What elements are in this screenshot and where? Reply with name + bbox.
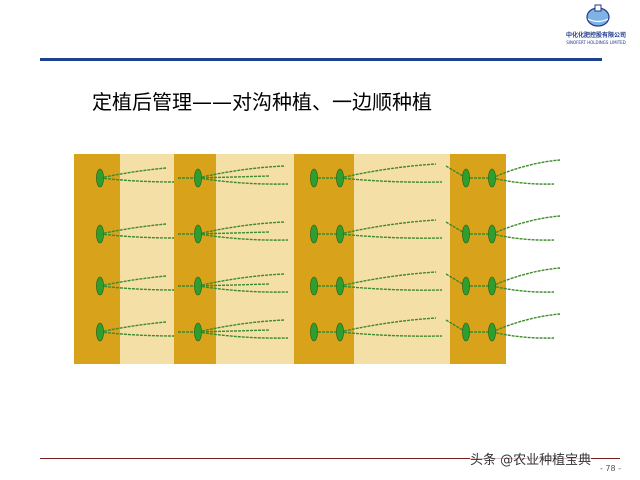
vine-runner [491,285,555,293]
vine-runner [491,215,561,235]
logo-name-en: SINOFERT HOLDINGS LIMITED [566,40,626,45]
vine-runner [99,223,167,235]
vine-runner [491,177,555,185]
seedling-plant [488,224,496,244]
seedling-plant [96,276,104,296]
vine-runner [491,267,561,287]
seedling-plant [336,322,344,342]
slide-title: 定植后管理——对沟种植、一边顺种植 [92,90,432,114]
vine-runner [99,275,167,287]
vine-runner [339,271,437,287]
vine-runner [197,221,285,235]
planting-diagram [74,154,561,364]
vine-runner [339,163,437,179]
seedling-plant [96,168,104,188]
vine-runner [99,285,175,291]
vine-runner [99,167,167,179]
vine-runner [197,329,271,333]
seedling-plant [310,276,318,296]
vine-runner [491,159,561,179]
seedling-plant [336,224,344,244]
seedling-plant [96,322,104,342]
seedling-plant [96,224,104,244]
seedling-plant [194,276,202,296]
vine-runner [339,233,443,239]
vine-runner [339,177,443,183]
header-divider [40,58,602,61]
seedling-plant [462,322,470,342]
seedling-plant [310,168,318,188]
vine-runner [197,165,285,179]
seedling-plant [310,224,318,244]
company-logo: 中化化肥控股有限公司 SINOFERT HOLDINGS LIMITED [558,4,634,50]
vine-runner [197,319,285,333]
seedling-plant [488,168,496,188]
footer-divider [40,458,620,459]
vine-runner [339,219,437,235]
seedling-plant [310,322,318,342]
vine-runner [99,331,175,337]
page-number: - 78 - [600,464,622,473]
seedling-plant [336,168,344,188]
seedling-plant [194,168,202,188]
vine-runner [339,317,437,333]
furrow-strip [294,154,354,364]
logo-name-cn: 中化化肥控股有限公司 [565,32,626,39]
vine-runner [197,233,289,241]
seedling-plant [336,276,344,296]
vine-runner [197,283,271,287]
watermark-text: 头条 @农业种植宝典 [470,449,592,468]
vine-runner [197,175,271,179]
flask-logo-icon [586,4,610,27]
vine-runner [197,231,271,235]
vine-runner [197,331,289,339]
vine-runner [491,331,555,339]
seedling-plant [194,322,202,342]
seedling-plant [488,322,496,342]
seedling-plant [194,224,202,244]
vine-runner [99,233,175,239]
vine-runner [197,273,285,287]
vine-runner [99,321,167,333]
furrow-strip [450,154,506,364]
seedling-plant [462,168,470,188]
seedling-plant [488,276,496,296]
vine-runner [339,331,443,337]
vine-runner [339,285,443,291]
vine-runner [491,313,561,333]
seedling-plant [462,224,470,244]
vine-runner [99,177,175,183]
vine-runner [491,233,555,241]
ridge-strip [216,154,294,364]
ridge-strip [120,154,174,364]
vine-runner [197,285,289,293]
ridge-strip [354,154,450,364]
vine-runner [197,177,289,185]
seedling-plant [462,276,470,296]
